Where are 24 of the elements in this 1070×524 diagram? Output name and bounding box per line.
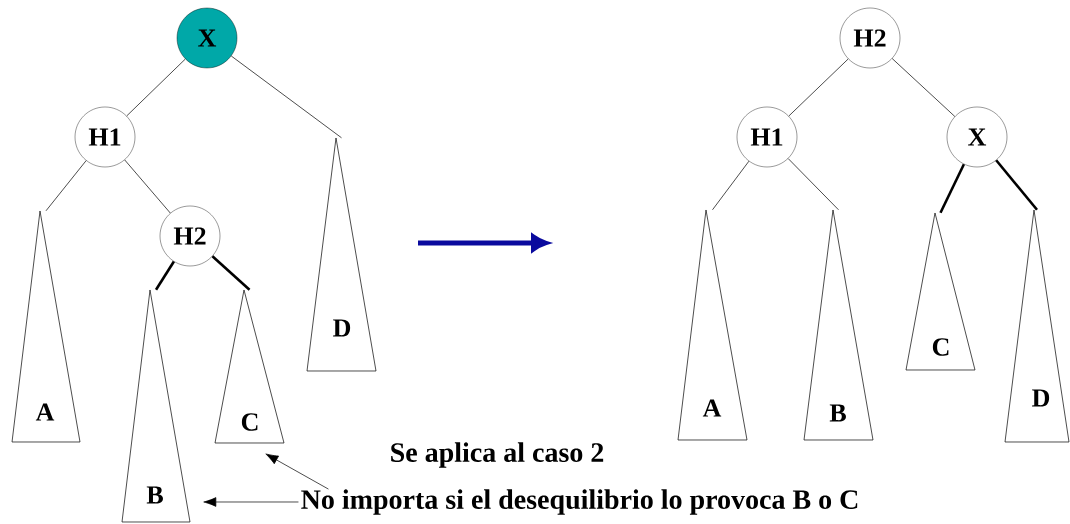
tree-branch — [230, 55, 342, 139]
tree-branch — [787, 158, 839, 211]
pointer-arrow — [265, 453, 329, 490]
caption-text: Se aplica al caso 2 — [391, 442, 604, 468]
subtree-triangle: B — [803, 209, 874, 441]
tree-branch — [154, 260, 175, 291]
tree-branch — [891, 58, 956, 117]
tree-branch — [712, 160, 750, 211]
tree-branch — [126, 58, 186, 117]
subtree-triangle: D — [1004, 209, 1070, 443]
subtree-triangle: C — [905, 212, 976, 371]
tree-branch — [788, 58, 849, 117]
tree-branch — [124, 159, 171, 214]
pointer-arrow — [203, 497, 299, 507]
note-text: No importa si el desequilibrio lo provoca B o C — [301, 489, 858, 515]
tree-branch — [45, 160, 87, 212]
tree-branch — [939, 163, 966, 214]
subtree-triangle: A — [11, 210, 81, 443]
subtree-triangle: C — [214, 289, 285, 444]
tree-branch — [211, 255, 251, 291]
subtree-triangle: B — [121, 289, 191, 523]
subtree-triangle: D — [306, 137, 377, 372]
subtree-triangle: A — [677, 209, 748, 441]
tree-branch — [995, 159, 1038, 211]
